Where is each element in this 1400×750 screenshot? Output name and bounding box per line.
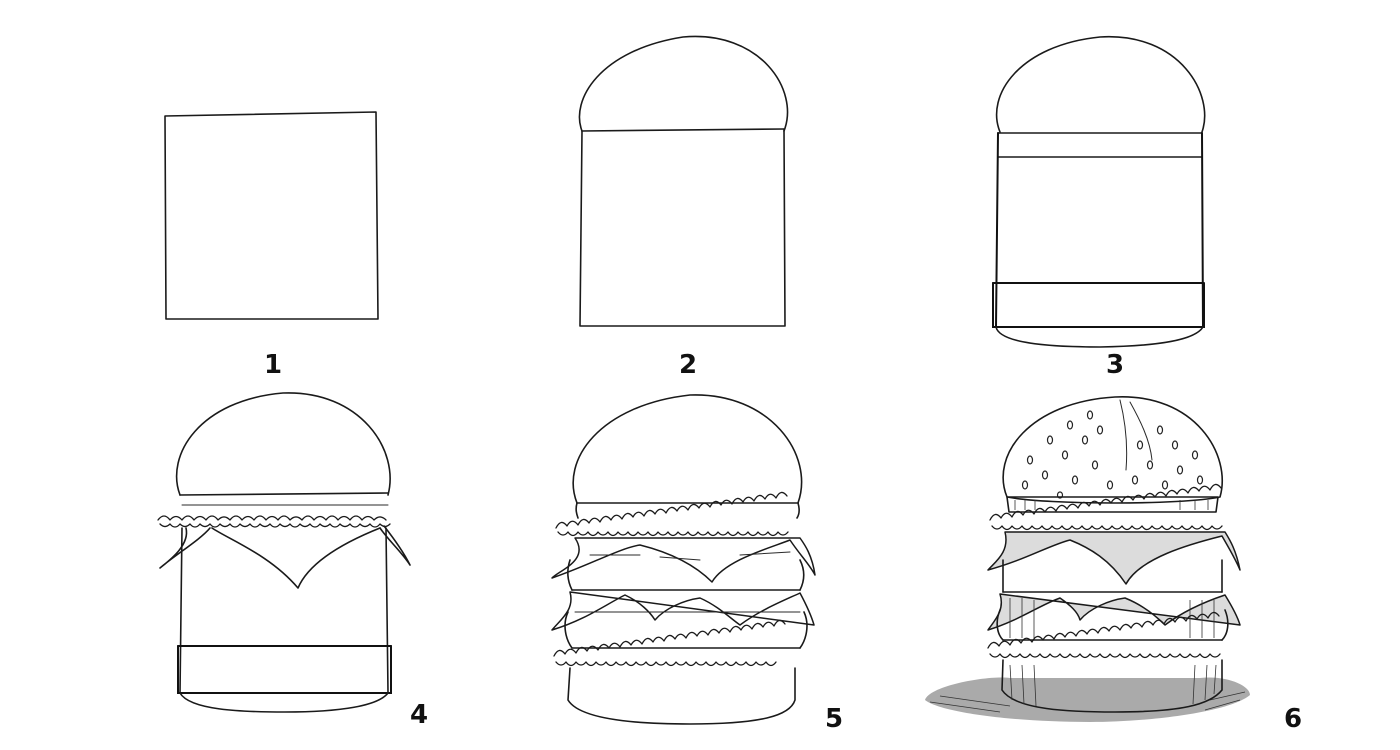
sesame-seeds — [1021, 410, 1204, 499]
step-2-drawing — [578, 35, 789, 327]
step-number-6: 6 — [1284, 704, 1303, 734]
step-3-drawing — [992, 36, 1206, 348]
step-5-drawing — [551, 394, 816, 725]
step-number-2: 2 — [679, 350, 698, 380]
step-1-drawing — [164, 111, 379, 320]
step-number-3: 3 — [1106, 350, 1125, 380]
step-number-4: 4 — [410, 700, 429, 730]
step-number-5: 5 — [825, 704, 844, 734]
step-4-drawing — [157, 392, 411, 713]
step-6-drawing — [925, 396, 1250, 722]
step-number-1: 1 — [264, 350, 283, 380]
